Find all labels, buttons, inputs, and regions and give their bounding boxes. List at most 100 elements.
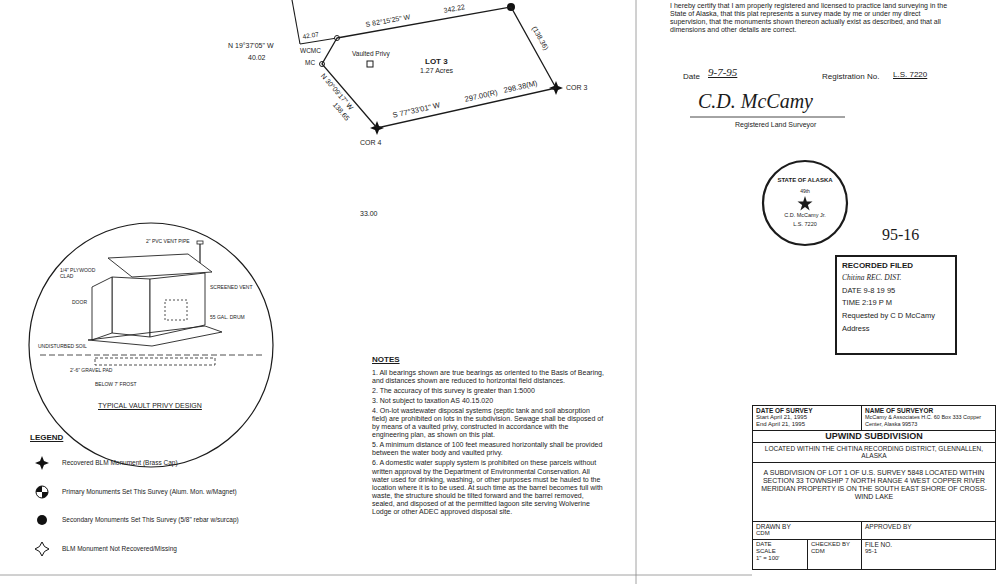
signature: C.D. McCamy bbox=[698, 90, 813, 113]
legend-text: Recovered BLM Monument (Brass Cap) bbox=[62, 459, 322, 466]
title-cell: DRAWN BYCDM bbox=[752, 521, 862, 540]
signature-line bbox=[690, 117, 845, 118]
node-text: Requested by C D McCamy bbox=[842, 312, 950, 321]
legend-symbol bbox=[37, 515, 47, 525]
node-text: BELOW 7' FROST bbox=[95, 382, 137, 388]
moon-cutout bbox=[98, 296, 103, 306]
plat-note: 6. A domestic water supply system is pro… bbox=[372, 459, 604, 515]
node-text: TYPICAL VAULT PRIVY DESIGN bbox=[98, 402, 202, 410]
legend-heading: LEGEND bbox=[30, 433, 63, 442]
node-text: SCREENED VENT bbox=[210, 285, 253, 291]
privy-marker bbox=[367, 61, 373, 67]
privy-front-wall bbox=[112, 277, 150, 337]
node-text: SCALE bbox=[756, 548, 804, 555]
node-text: 55 GAL. DRUM bbox=[210, 315, 245, 321]
node-text: CDM bbox=[811, 548, 858, 555]
node-text: 95-1 bbox=[865, 548, 992, 555]
node-text: UNDISTURBED SOIL bbox=[38, 344, 87, 350]
surveyor-seal: STATE OF ALASKA49thC.D. McCamy Jr.L.S. 7… bbox=[762, 160, 848, 246]
node-text: Address bbox=[842, 325, 950, 334]
node-text: DOOR bbox=[72, 300, 87, 306]
node-text: DATE 9-8 19 95 bbox=[842, 287, 950, 296]
floor-slab bbox=[88, 326, 222, 346]
plat-note: 5. A minimum distance of 100 feet measur… bbox=[372, 441, 604, 457]
meander-line bbox=[292, 0, 300, 44]
node-heading: FILE NO. bbox=[865, 541, 992, 548]
node-text: TIME 2:19 P M bbox=[842, 299, 950, 308]
node-text: Chitina REC. DIST. bbox=[842, 274, 950, 283]
legend-text: Primary Monuments Set This Survey (Alum.… bbox=[62, 488, 322, 495]
corner-label: WCMC bbox=[300, 47, 321, 54]
node-heading: APPROVED BY bbox=[865, 523, 992, 530]
node-heading: RECORDED FILED bbox=[842, 261, 950, 270]
node-text: 2" PVC VENT PIPE bbox=[146, 239, 190, 245]
title-cell: LOCATED WITHIN THE CHITINA RECORDING DIS… bbox=[752, 442, 996, 463]
recording-stamp: RECORDED FILED Chitina REC. DIST. DATE 9-8… bbox=[835, 255, 957, 355]
detail-circle bbox=[29, 223, 273, 467]
seal-star bbox=[797, 196, 812, 210]
bearing-label: N 19°37'05" W bbox=[228, 42, 274, 50]
node-heading: A SUBDIVISION OF LOT 1 OF U.S. SURVEY 58… bbox=[759, 469, 989, 501]
ground-line bbox=[40, 355, 265, 356]
certificate-text: I hereby certify that I am properly regi… bbox=[670, 2, 955, 34]
fold-line bbox=[0, 575, 752, 576]
title-cell: NAME OF SURVEYORMcCamy & Associates H.C.… bbox=[861, 405, 996, 431]
plat-note: 4. On-lot wastewater disposal systems (s… bbox=[372, 407, 604, 439]
node-text: McCamy & Associates H.C. 60 Box 333 Copp… bbox=[865, 414, 992, 427]
node-text: 1.27 Acres bbox=[420, 67, 453, 75]
node-heading: DATE OF SURVEY bbox=[756, 407, 858, 414]
lot-boundary bbox=[322, 7, 556, 128]
title-cell: CHECKED BYCDM bbox=[807, 539, 862, 570]
plat-note: 2. The accuracy of this survey is greate… bbox=[372, 387, 604, 395]
privy-door bbox=[92, 277, 112, 340]
node-text: 1" = 100' bbox=[756, 555, 804, 562]
node-text: C.D. McCamy Jr. bbox=[762, 212, 848, 218]
distance-label: 33.00 bbox=[360, 210, 378, 218]
distance-label: 40.02 bbox=[248, 54, 266, 62]
plat-note: 3. Not subject to taxation AS 40.15.020 bbox=[372, 397, 604, 405]
handwritten-number: 95-16 bbox=[882, 226, 919, 244]
waste-drum bbox=[165, 300, 187, 320]
fold-line bbox=[636, 0, 637, 584]
corner-label: COR 3 bbox=[566, 84, 587, 92]
legend-symbol bbox=[35, 542, 49, 556]
title-cell: FILE NO.95-1 bbox=[861, 539, 996, 570]
handwritten-date: 9-7-95 bbox=[708, 66, 737, 79]
legend-symbol bbox=[36, 486, 48, 498]
vent-cap bbox=[197, 241, 203, 244]
title-cell: DATE OF SURVEYStart April 21, 1995End Ap… bbox=[752, 405, 862, 431]
node-text: End April 21, 1995 bbox=[756, 421, 858, 428]
registration-number: L.S. 7220 bbox=[893, 70, 927, 79]
lot-parcel: LOT 31.27 AcresVaulted Privy bbox=[290, 0, 580, 140]
node-heading: LOCATED WITHIN THE CHITINA RECORDING DIS… bbox=[756, 445, 992, 460]
distance-label: 342.22 bbox=[443, 3, 466, 15]
bearing-label: S 77°33'01" W bbox=[392, 101, 441, 120]
title-cell: APPROVED BY bbox=[861, 521, 996, 540]
plat-note: 1. All bearings shown are true bearings … bbox=[372, 369, 604, 385]
legend-text: BLM Monument Not Recovered/Missing bbox=[62, 545, 322, 552]
title-cell: A SUBDIVISION OF LOT 1 OF U.S. SURVEY 58… bbox=[752, 462, 996, 522]
field-label: Registration No. bbox=[822, 72, 879, 81]
legend-symbol bbox=[36, 486, 48, 498]
node-heading: DRAWN BY bbox=[756, 523, 858, 530]
corner-label: COR 4 bbox=[360, 139, 381, 147]
node-text: Start April 21, 1995 bbox=[756, 414, 858, 421]
node-heading: NAME OF SURVEYOR bbox=[865, 407, 992, 414]
node-heading: CHECKED BY bbox=[811, 541, 858, 548]
node-heading: 1/4" PLYWOOD CLAD bbox=[60, 268, 106, 280]
field-label: Date bbox=[683, 72, 700, 81]
node-heading: DATE bbox=[756, 541, 804, 548]
distance-label: 42.07 bbox=[302, 30, 319, 40]
node-text: L.S. 7220 bbox=[762, 221, 848, 227]
notes-heading: NOTES bbox=[372, 355, 400, 364]
surveyor-seal-outline bbox=[762, 160, 848, 246]
legend-text: Secondary Monuments Set This Survey (5/8… bbox=[62, 516, 322, 523]
legend-symbol bbox=[35, 456, 49, 470]
vent-pipe bbox=[199, 244, 200, 263]
node-text: 2'-6" GRAVEL PAD bbox=[70, 368, 112, 374]
gravel-pad bbox=[95, 358, 215, 365]
node-text: CDM bbox=[756, 530, 858, 537]
signature-caption: Registered Land Surveyor bbox=[735, 121, 816, 129]
title-cell: DATESCALE1" = 100' bbox=[752, 539, 808, 570]
